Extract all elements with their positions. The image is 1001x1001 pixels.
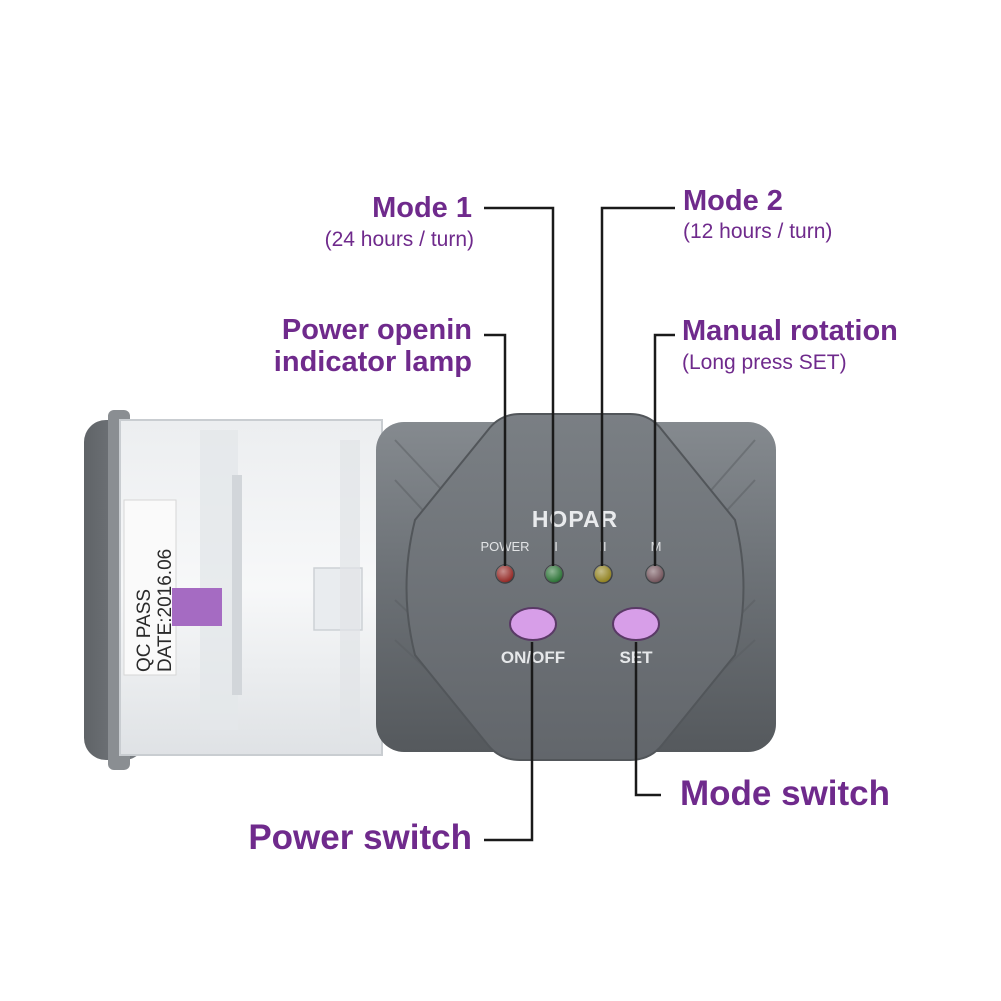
power-lamp-line1: Power openin <box>281 314 472 346</box>
qc-color-mark <box>172 588 222 626</box>
manual-sub: (Long press SET) <box>682 351 847 374</box>
mode2-sub: (12 hours / turn) <box>683 220 833 243</box>
qc-sticker <box>123 499 177 676</box>
mode2-title: Mode 2 <box>683 185 783 217</box>
led-label-manual: M <box>651 539 662 554</box>
led-label-mode1: I <box>554 539 558 554</box>
set-button[interactable] <box>612 607 660 641</box>
on-off-label: ON/OFF <box>501 648 565 667</box>
set-label: SET <box>619 648 653 667</box>
led-label-power: POWER <box>480 539 529 554</box>
power-switch-title: Power switch <box>248 818 472 857</box>
brand-logo: HOPAR <box>532 506 618 532</box>
sticker-line2: DATE:2016.06 <box>155 549 176 672</box>
mode1-title: Mode 1 <box>372 192 472 224</box>
mode-switch-title: Mode switch <box>680 774 891 813</box>
on-off-button[interactable] <box>509 607 557 641</box>
sticker-line1: QC PASS <box>134 589 155 672</box>
manual-title: Manual rotation <box>682 315 898 347</box>
power-lamp-line2: indicator lamp <box>273 346 472 378</box>
mode1-sub: (24 hours / turn) <box>324 228 474 251</box>
led-label-mode2: II <box>599 539 606 554</box>
